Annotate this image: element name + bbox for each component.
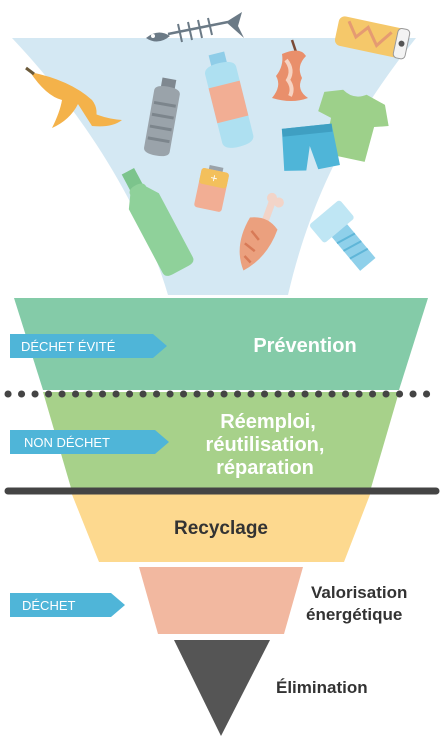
reuse-label-line3: réparation [216,457,314,479]
prevention-label: Prévention [253,335,356,357]
tag-avoided-waste-label: DÉCHET ÉVITÉ [21,339,116,354]
apple-core-icon [272,39,308,101]
t-shirt-icon [318,89,389,162]
shorts-icon [281,123,340,171]
reuse-label-line1: Réemploi, [220,411,316,433]
prevention-tier [14,298,428,390]
recycling-tier [71,492,371,562]
fish-bone-icon [146,12,244,43]
plastic-bottle-icon [144,77,180,157]
energy-recovery-label-line1: Valorisation [311,583,407,602]
tag-waste-label: DÉCHET [22,598,76,613]
tag-non-waste [10,430,169,454]
bolt-icon [310,200,376,271]
tag-non-waste-label: NON DÉCHET [24,435,110,450]
banana-peel-icon [25,66,122,128]
reuse-label-line2: réutilisation, [206,434,325,456]
elimination-label: Élimination [276,678,368,697]
crushed-can-icon [334,16,411,60]
glass-bottle-icon [121,167,194,276]
tag-avoided-waste [10,334,167,358]
tag-waste [10,593,125,617]
water-bottle-icon [205,51,254,148]
energy-recovery-tier [139,567,303,634]
energy-recovery-label-line2: énergétique [306,605,402,624]
battery-icon: + [194,165,229,212]
reuse-tier [43,392,399,488]
chicken-leg-icon [239,192,284,271]
recycling-label: Recyclage [174,518,268,539]
svg-text:+: + [209,171,219,186]
elimination-tier [174,640,270,736]
